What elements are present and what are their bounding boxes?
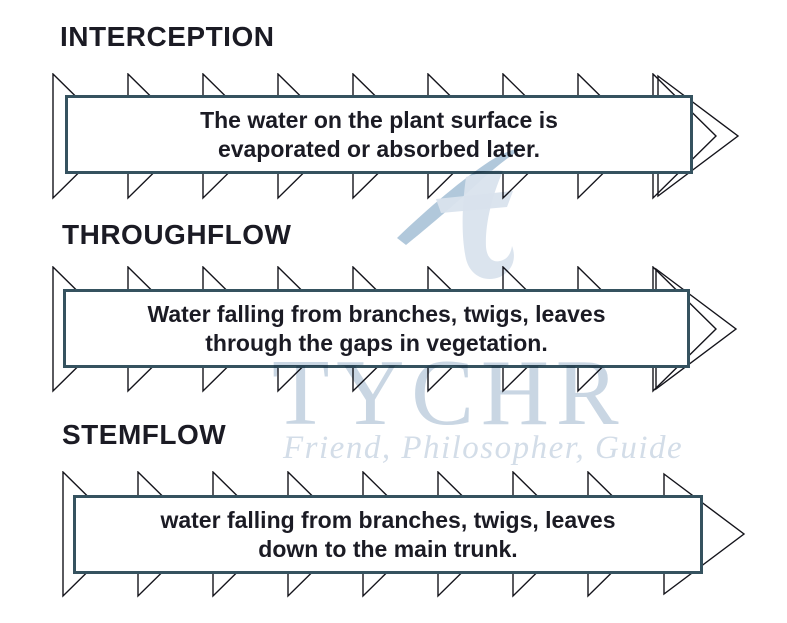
description-line: through the gaps in vegetation. [205, 329, 548, 356]
description-box: water falling from branches, twigs, leav… [73, 495, 703, 574]
description-box: Water falling from branches, twigs, leav… [63, 289, 690, 368]
description-line: water falling from branches, twigs, leav… [160, 506, 616, 533]
description-line: evaporated or absorbed later. [217, 135, 541, 162]
watermark-tagline: Friend, Philosopher, Guide [283, 430, 684, 466]
row-title-throughflow: THROUGHFLOW [62, 219, 292, 250]
description-line: Water falling from branches, twigs, leav… [147, 300, 606, 327]
row-title-stemflow: STEMFLOW [62, 419, 227, 450]
row-title-interception: INTERCEPTION [60, 21, 275, 52]
description-box: The water on the plant surface is evapor… [65, 95, 693, 174]
description-line: The water on the plant surface is [200, 106, 558, 133]
description-line: down to the main trunk. [258, 535, 518, 562]
